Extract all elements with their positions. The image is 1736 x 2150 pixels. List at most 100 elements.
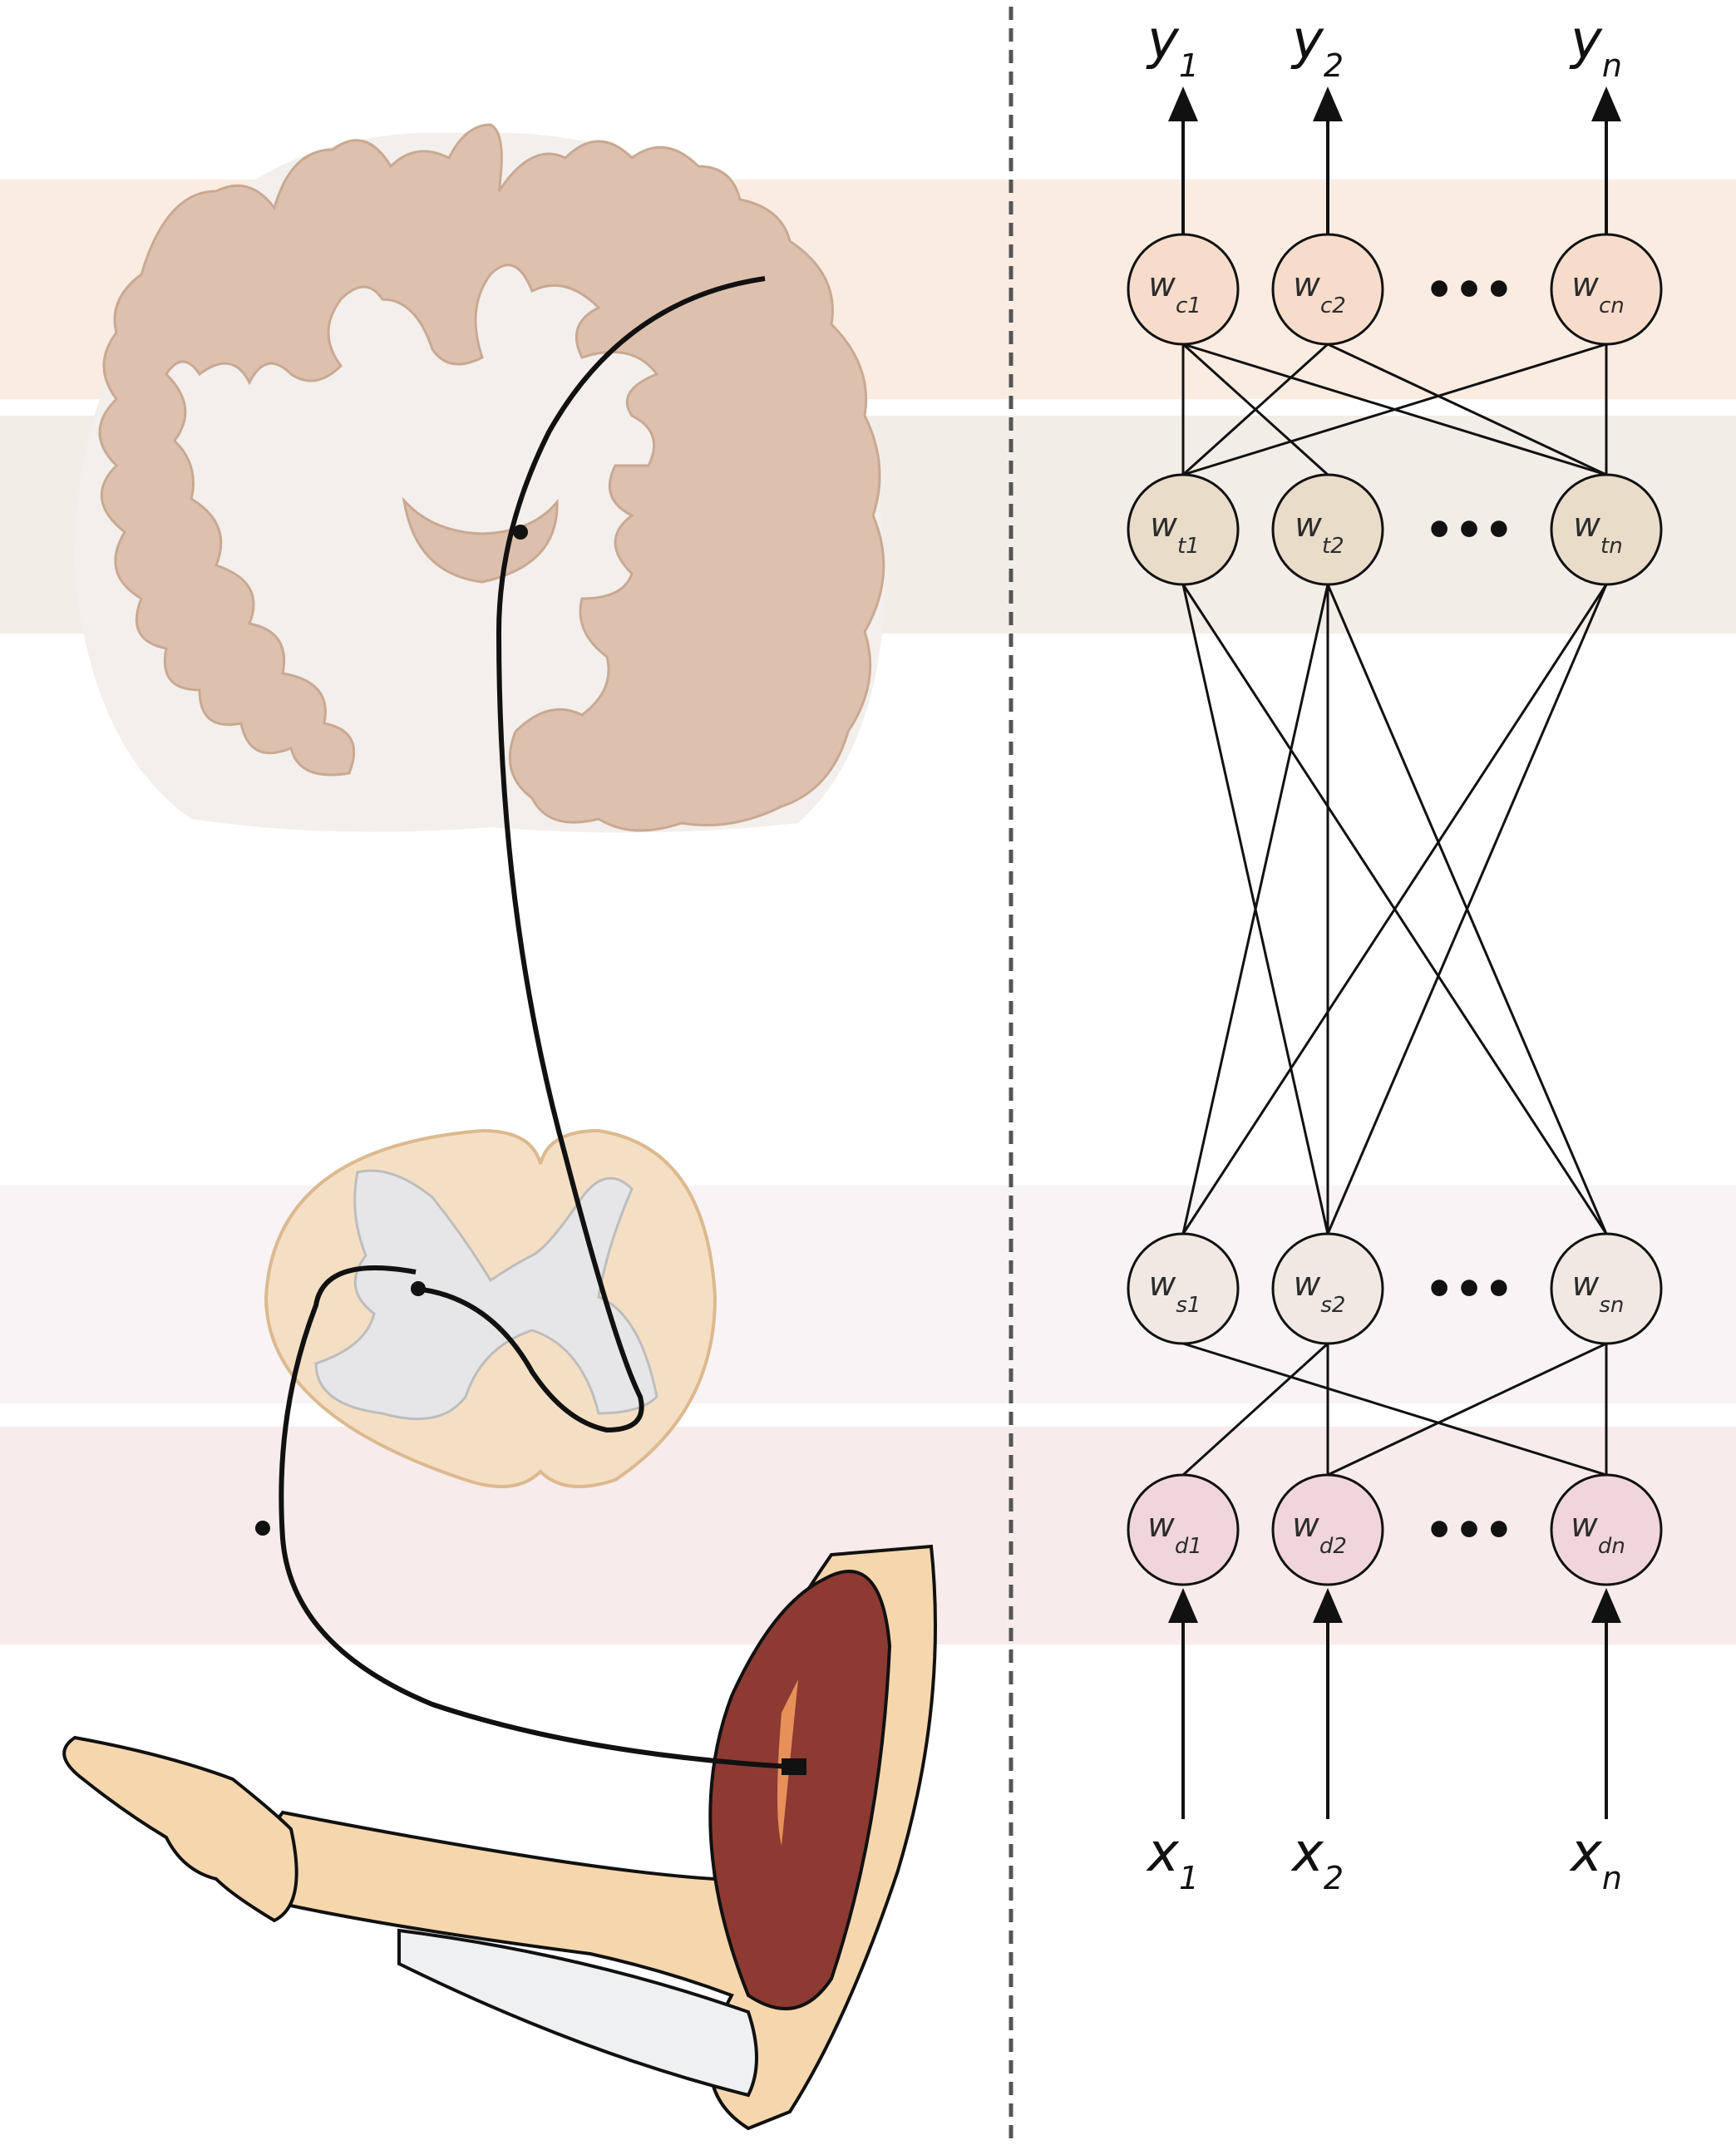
node-circle xyxy=(1271,473,1384,586)
neural-pathway xyxy=(279,276,791,1769)
node-label: wsn xyxy=(1572,1265,1625,1318)
node-circle xyxy=(1127,1232,1240,1345)
node-label-sub: d1 xyxy=(1175,1534,1202,1559)
input-label-xn-sub: n xyxy=(1602,1860,1622,1896)
node-label-main: w xyxy=(1292,1506,1319,1545)
lower-motor-neuron-axon xyxy=(279,1265,791,1769)
pathway-markers xyxy=(255,525,806,1775)
biceps-muscle xyxy=(708,1570,892,2010)
peripheral-marker xyxy=(255,1521,270,1536)
node-circle xyxy=(1127,473,1240,586)
input-arrowhead xyxy=(1168,1588,1198,1623)
node-label-main: w xyxy=(1573,506,1600,545)
node-wc1: wc1 xyxy=(1127,233,1240,346)
humerus-bone xyxy=(397,1928,758,2098)
node-label-main: w xyxy=(1147,1506,1175,1545)
layer-ellipsis: ••• xyxy=(1424,504,1513,558)
arm-illustration xyxy=(62,1544,937,2131)
layer-ellipsis: ••• xyxy=(1424,1504,1513,1558)
node-wsn: wsn xyxy=(1550,1232,1663,1345)
output-arrowhead xyxy=(1313,86,1343,121)
node-circle xyxy=(1271,1473,1384,1586)
node-label-main: w xyxy=(1295,506,1322,545)
node-label-sub: c1 xyxy=(1176,293,1201,318)
node-label-sub: s2 xyxy=(1320,1293,1345,1318)
node-label-main: w xyxy=(1571,1506,1598,1545)
input-label-x1-sub: 1 xyxy=(1179,1860,1199,1896)
output-label-yn: yn xyxy=(1569,10,1622,84)
output-label-y2: y2 xyxy=(1290,10,1344,84)
input-label-x2: x2 xyxy=(1290,1822,1344,1896)
edge-s-d-2-1 xyxy=(1327,1342,1607,1477)
spinal-cord-section xyxy=(264,1128,718,1488)
node-label-sub: cn xyxy=(1599,293,1625,318)
node-wd1: wd1 xyxy=(1127,1473,1240,1586)
node-wd2: wd2 xyxy=(1271,1473,1384,1586)
node-label: wt1 xyxy=(1150,506,1199,559)
edge-c-t-1-0 xyxy=(1181,343,1329,476)
forearm-hand xyxy=(62,1735,298,1923)
node-label-sub: c2 xyxy=(1320,293,1346,318)
input-arrowhead xyxy=(1313,1588,1343,1623)
input-label-xn-main: x xyxy=(1569,1822,1603,1884)
node-label: wd2 xyxy=(1292,1506,1347,1559)
anatomy-panel xyxy=(62,123,937,2131)
node-label-main: w xyxy=(1571,266,1599,304)
edge-s-d-1-0 xyxy=(1181,1342,1329,1477)
output-label-y2-main: y xyxy=(1290,10,1324,72)
node-label-main: w xyxy=(1294,1265,1321,1304)
layer-ellipsis: ••• xyxy=(1424,1263,1513,1317)
node-circle xyxy=(1550,1473,1663,1586)
input-label-x2-main: x xyxy=(1290,1822,1324,1884)
node-label: ws1 xyxy=(1149,1265,1201,1318)
node-ws1: ws1 xyxy=(1127,1232,1240,1345)
network-nodes: wc1wc2wcn•••wt1wt2wtn•••ws1ws2wsn•••wd1w… xyxy=(1127,233,1663,1586)
node-circle xyxy=(1127,1473,1240,1586)
node-ws2: ws2 xyxy=(1271,1232,1384,1345)
node-label: wdn xyxy=(1571,1506,1625,1559)
output-arrowhead xyxy=(1168,86,1198,121)
node-circle xyxy=(1550,1232,1663,1345)
node-circle xyxy=(1550,473,1663,586)
node-label-main: w xyxy=(1149,1265,1176,1304)
node-circle xyxy=(1271,233,1384,346)
neuromuscular-junction xyxy=(782,1758,806,1775)
node-circle xyxy=(1271,1232,1384,1345)
node-wt2: wt2 xyxy=(1271,473,1384,586)
input-arrowhead xyxy=(1591,1588,1621,1623)
node-label-main: w xyxy=(1148,266,1176,304)
node-label: wd1 xyxy=(1147,1506,1202,1559)
layer-ellipsis: ••• xyxy=(1424,264,1513,318)
node-label-sub: s1 xyxy=(1176,1293,1201,1318)
node-label-sub: t1 xyxy=(1177,534,1200,559)
node-circle xyxy=(1127,233,1240,346)
upper-motor-neuron-axon xyxy=(415,276,766,1433)
neural-network-diagram: wc1wc2wcn•••wt1wt2wtn•••ws1ws2wsn•••wd1w… xyxy=(1127,10,1663,1896)
node-label-main: w xyxy=(1572,1265,1600,1304)
spinal-neuron-soma xyxy=(411,1281,426,1296)
edge-t-s-2-0 xyxy=(1181,584,1608,1235)
node-label-sub: t2 xyxy=(1322,534,1344,559)
node-label: wcn xyxy=(1571,266,1625,318)
upper-neuron-soma xyxy=(513,525,528,540)
output-label-y1-main: y xyxy=(1146,10,1180,72)
node-label-main: w xyxy=(1150,506,1177,545)
edge-t-s-2-1 xyxy=(1326,584,1608,1235)
node-label: wt2 xyxy=(1295,506,1344,559)
input-label-xn: xn xyxy=(1569,1822,1622,1896)
node-wcn: wcn xyxy=(1550,233,1663,346)
node-circle xyxy=(1550,233,1663,346)
output-label-y1-sub: 1 xyxy=(1179,47,1199,84)
node-label: wc1 xyxy=(1148,266,1201,318)
grey-matter xyxy=(314,1169,658,1421)
thalamus xyxy=(402,496,559,584)
brain-section xyxy=(74,123,885,833)
output-label-y1: y1 xyxy=(1146,10,1199,84)
node-wt1: wt1 xyxy=(1127,473,1240,586)
node-label: wc2 xyxy=(1293,266,1346,318)
node-label-sub: d2 xyxy=(1319,1534,1347,1559)
node-label: ws2 xyxy=(1294,1265,1346,1318)
output-label-y2-sub: 2 xyxy=(1324,47,1344,84)
